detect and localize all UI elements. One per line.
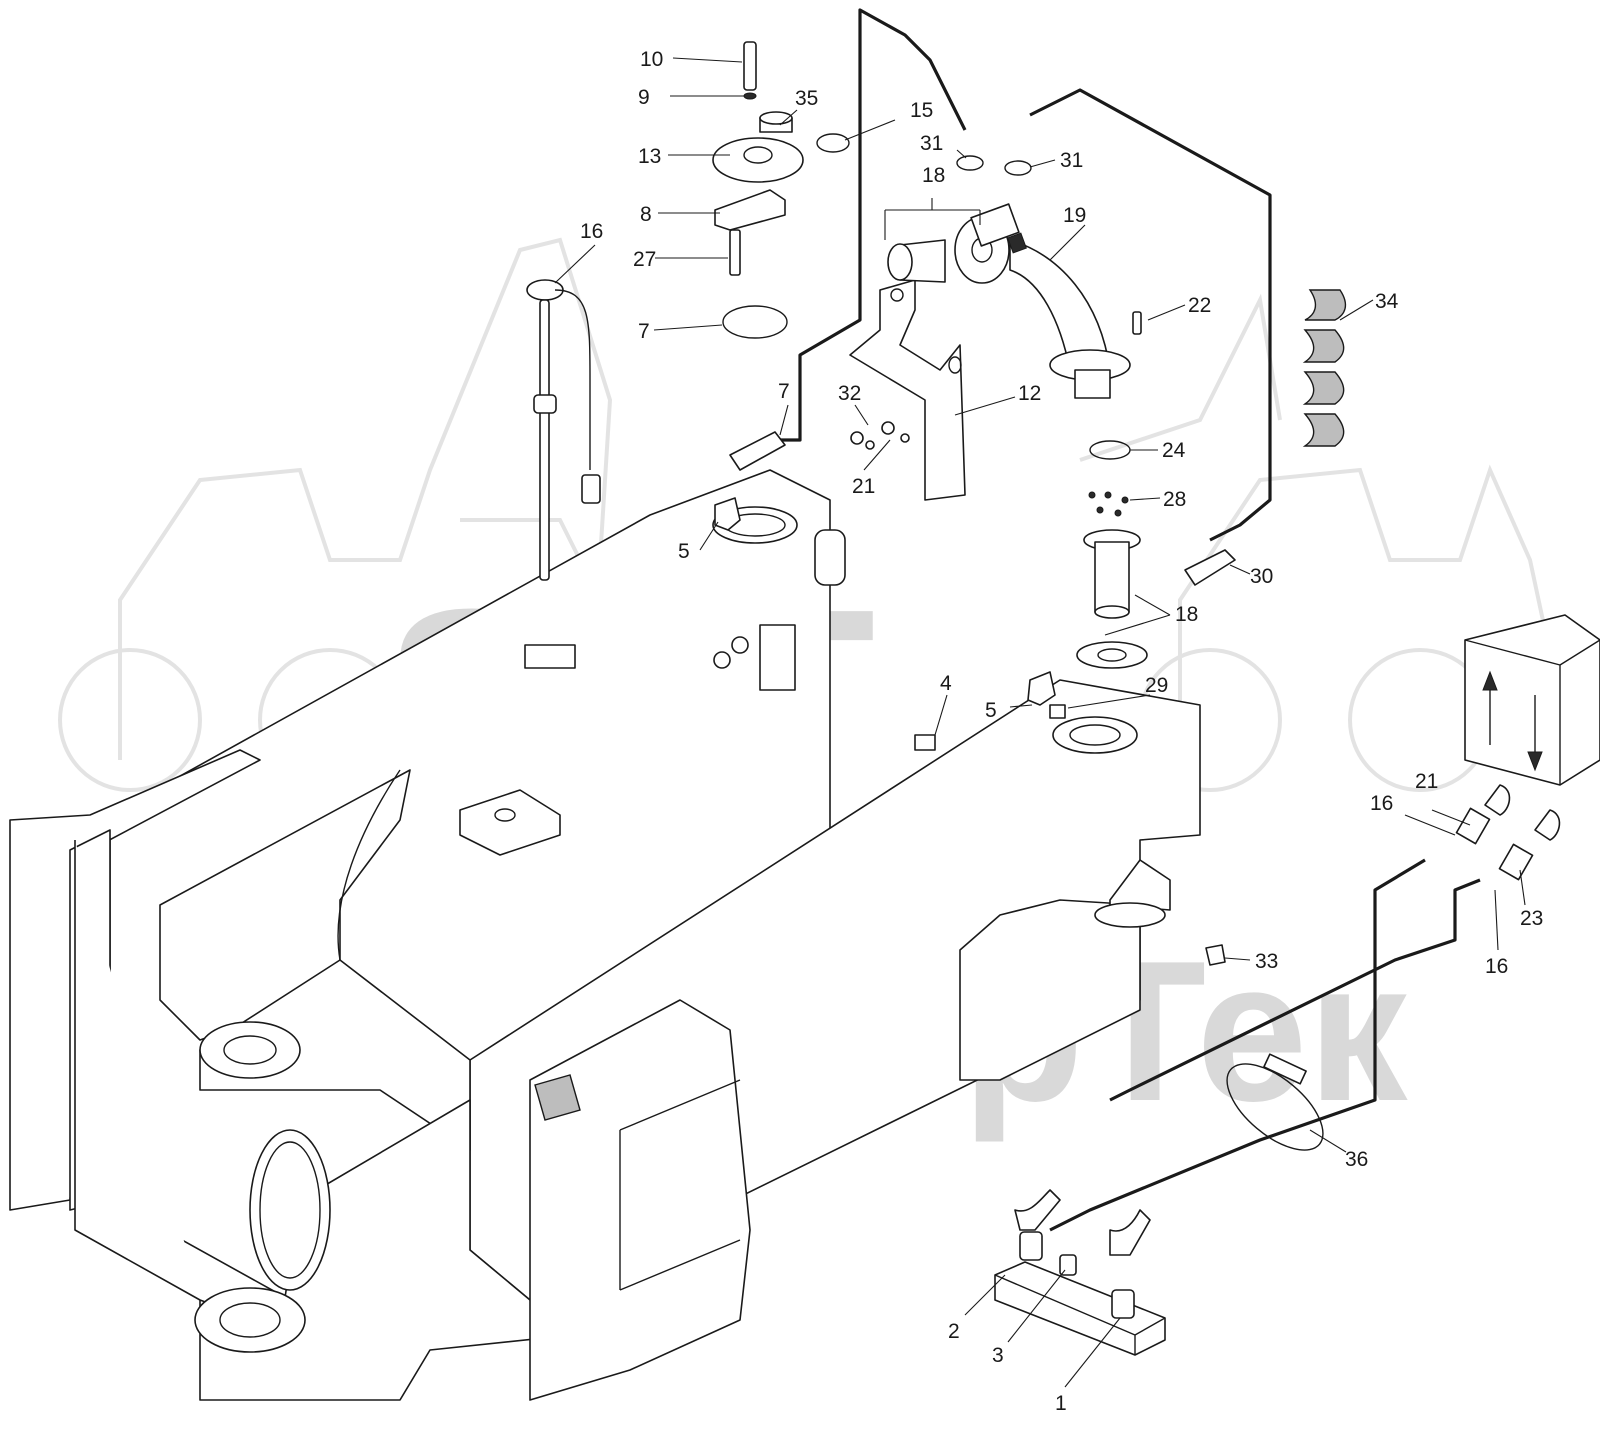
callout-32: 32 bbox=[838, 382, 861, 405]
watermark-machine-outline bbox=[58, 237, 1562, 792]
fitting-23 bbox=[1498, 843, 1534, 881]
fitting-22 bbox=[1455, 807, 1491, 845]
frame-body bbox=[9, 469, 1201, 1401]
callout-13: 13 bbox=[638, 145, 661, 168]
callout-28: 28 bbox=[1163, 488, 1186, 511]
washer-10 bbox=[743, 92, 757, 100]
seal-31-right bbox=[1004, 160, 1032, 176]
screws-28 bbox=[1088, 491, 1096, 499]
callout-4: 4 bbox=[940, 672, 952, 695]
spiral-guard-34 bbox=[1302, 289, 1347, 447]
plug-33 bbox=[1205, 944, 1226, 966]
return-hose-7 bbox=[780, 8, 967, 442]
plug-29 bbox=[1049, 704, 1066, 719]
callout-12: 12 bbox=[1018, 382, 1041, 405]
callout-21: 21 bbox=[852, 475, 875, 498]
valve-block bbox=[1455, 614, 1600, 881]
callout-24: 24 bbox=[1162, 439, 1186, 462]
callout-23: 23 bbox=[1520, 907, 1543, 930]
adapter-30 bbox=[1184, 549, 1236, 586]
clamp-36 bbox=[1226, 1063, 1324, 1151]
callout-34: 34 bbox=[1375, 290, 1399, 313]
callout-18-top: 18 bbox=[922, 164, 945, 187]
callout-5-lower: 5 bbox=[985, 699, 997, 722]
cover-13 bbox=[712, 137, 804, 183]
callout-19: 19 bbox=[1063, 204, 1086, 227]
filler-assembly bbox=[816, 133, 1148, 669]
tank-cover-assembly bbox=[712, 41, 804, 339]
adapter-7 bbox=[729, 431, 786, 471]
callout-29: 29 bbox=[1145, 674, 1168, 697]
washer-21 bbox=[865, 440, 875, 450]
callout-35: 35 bbox=[795, 87, 818, 110]
callout-1: 1 bbox=[1055, 1392, 1067, 1415]
pressure-hose-30 bbox=[1029, 88, 1272, 542]
oring-9 bbox=[722, 305, 788, 339]
callout-31-right: 31 bbox=[1060, 149, 1083, 172]
callout-33: 33 bbox=[1255, 950, 1278, 973]
callout-15: 15 bbox=[910, 99, 933, 122]
hose-16-right bbox=[1109, 878, 1481, 1102]
callout-9: 7 bbox=[638, 320, 650, 343]
callouts: 10 9 35 13 15 31 31 18 8 19 16 27 22 34 … bbox=[580, 48, 1543, 1415]
plug-3 bbox=[1059, 1254, 1077, 1276]
fittings bbox=[713, 421, 1236, 966]
bottom-block bbox=[994, 1053, 1324, 1356]
callout-14: 16 bbox=[580, 220, 603, 243]
fitting-1 bbox=[1111, 1289, 1135, 1319]
clip-15 bbox=[816, 133, 850, 153]
callout-36: 36 bbox=[1345, 1148, 1368, 1171]
fitting-2 bbox=[1019, 1231, 1043, 1261]
callout-27: 27 bbox=[633, 248, 656, 271]
callout-20: 22 bbox=[1188, 294, 1211, 317]
level-gauge-14 bbox=[524, 279, 601, 669]
callout-10: 9 bbox=[638, 86, 650, 109]
callout-31-left: 31 bbox=[920, 132, 943, 155]
nut-32 bbox=[881, 421, 895, 435]
elbow-5-lower bbox=[1027, 671, 1056, 706]
screw-20 bbox=[1132, 311, 1142, 335]
callout-7: 7 bbox=[778, 380, 790, 403]
bracket-12 bbox=[849, 279, 966, 501]
callout-5-upper: 5 bbox=[678, 540, 690, 563]
callout-2: 2 bbox=[948, 1320, 960, 1343]
seal-31-left bbox=[956, 155, 984, 171]
callout-22: 21 bbox=[1415, 770, 1438, 793]
callout-8: 8 bbox=[640, 203, 652, 226]
elbow-5-upper bbox=[714, 497, 741, 531]
callout-16-left: 16 bbox=[1370, 792, 1393, 815]
hydraulic-hoses bbox=[780, 8, 1481, 1232]
callout-3: 3 bbox=[992, 1344, 1004, 1367]
bolt-11 bbox=[743, 41, 757, 91]
callout-11: 10 bbox=[640, 48, 663, 71]
plug-4 bbox=[914, 734, 936, 751]
callout-16-right: 16 bbox=[1485, 955, 1508, 978]
bolt-27 bbox=[729, 229, 741, 276]
hose-16-left bbox=[1049, 858, 1426, 1232]
plate-8 bbox=[714, 189, 786, 231]
callout-30: 30 bbox=[1250, 565, 1273, 588]
callout-18-lower: 18 bbox=[1175, 603, 1198, 626]
leader-lines bbox=[554, 57, 1526, 1388]
